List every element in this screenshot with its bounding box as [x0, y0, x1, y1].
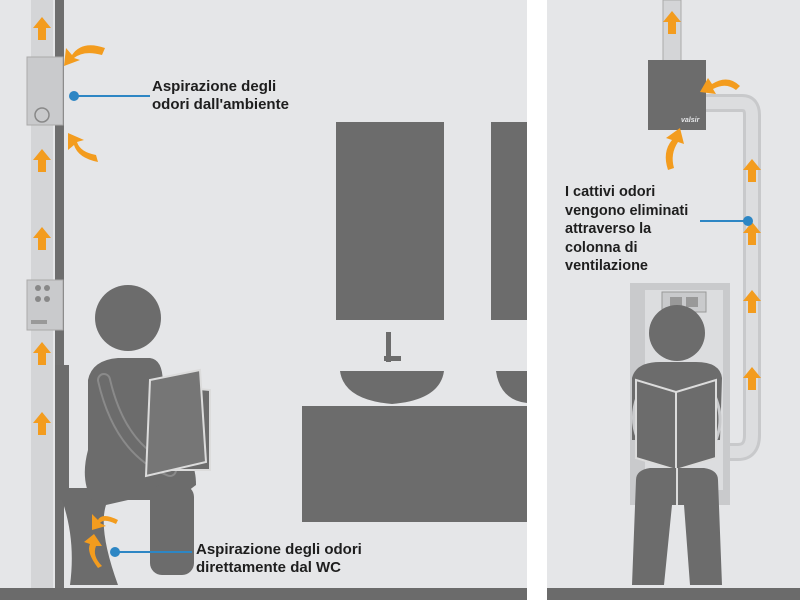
- panel-divider: [527, 0, 547, 600]
- vent-ring-icon: [34, 107, 50, 123]
- flush-button-icon: [44, 285, 50, 291]
- vent-grille: [31, 320, 47, 324]
- flush-button-icon: [35, 285, 41, 291]
- flush-button-icon: [44, 296, 50, 302]
- label-wc-suction: Aspirazione degli odori direttamente dal…: [196, 541, 362, 577]
- label-line: colonna di: [565, 239, 638, 256]
- brand-logo: valsir: [681, 117, 701, 124]
- label-line: attraverso la: [565, 221, 652, 237]
- label-line: ventilazione: [565, 258, 648, 274]
- label-line: vengono eliminati: [565, 202, 689, 219]
- ventilation-pipe-inner: [706, 97, 758, 458]
- label-ventilation-column: I cattivi odori vengono eliminati attrav…: [565, 183, 688, 276]
- label-line: Aspirazione degli: [152, 78, 277, 95]
- person-sitting: [84, 285, 211, 575]
- floor: [0, 588, 527, 600]
- label-line: direttamente dal WC: [196, 559, 342, 576]
- leader-dot: [110, 547, 120, 557]
- suction-arrow-icon: [84, 534, 102, 568]
- ventilation-unit: [648, 60, 706, 130]
- label-line: I cattivi odori: [565, 184, 656, 200]
- airflow-arrow-icon: [665, 128, 684, 170]
- leader-dot: [69, 91, 79, 101]
- floor: [547, 588, 800, 600]
- faucet: [384, 356, 401, 361]
- vanity-cabinet: [302, 406, 527, 522]
- person-sitting-front: [632, 305, 722, 585]
- sink-basin: [496, 371, 527, 403]
- flush-button-icon: [35, 296, 41, 302]
- suction-arrow-icon: [64, 45, 105, 66]
- faucet: [386, 332, 391, 362]
- suction-arrow-icon: [92, 514, 118, 530]
- wc-cistern-cover: [55, 365, 69, 500]
- suction-arrow-icon: [68, 133, 98, 162]
- label-line: Aspirazione degli odori: [196, 541, 362, 558]
- sink-basin: [340, 371, 444, 404]
- leader-dot: [743, 216, 753, 226]
- label-room-suction: Aspirazione degli odori dall'ambiente: [152, 78, 289, 114]
- upper-vent-box: [26, 56, 64, 126]
- flush-button-icon: [686, 297, 698, 307]
- mirror: [336, 122, 444, 320]
- label-line: odori dall'ambiente: [152, 96, 289, 113]
- mirror: [491, 122, 527, 320]
- flush-button-icon: [670, 297, 682, 307]
- airflow-arrow-icon: [700, 78, 740, 94]
